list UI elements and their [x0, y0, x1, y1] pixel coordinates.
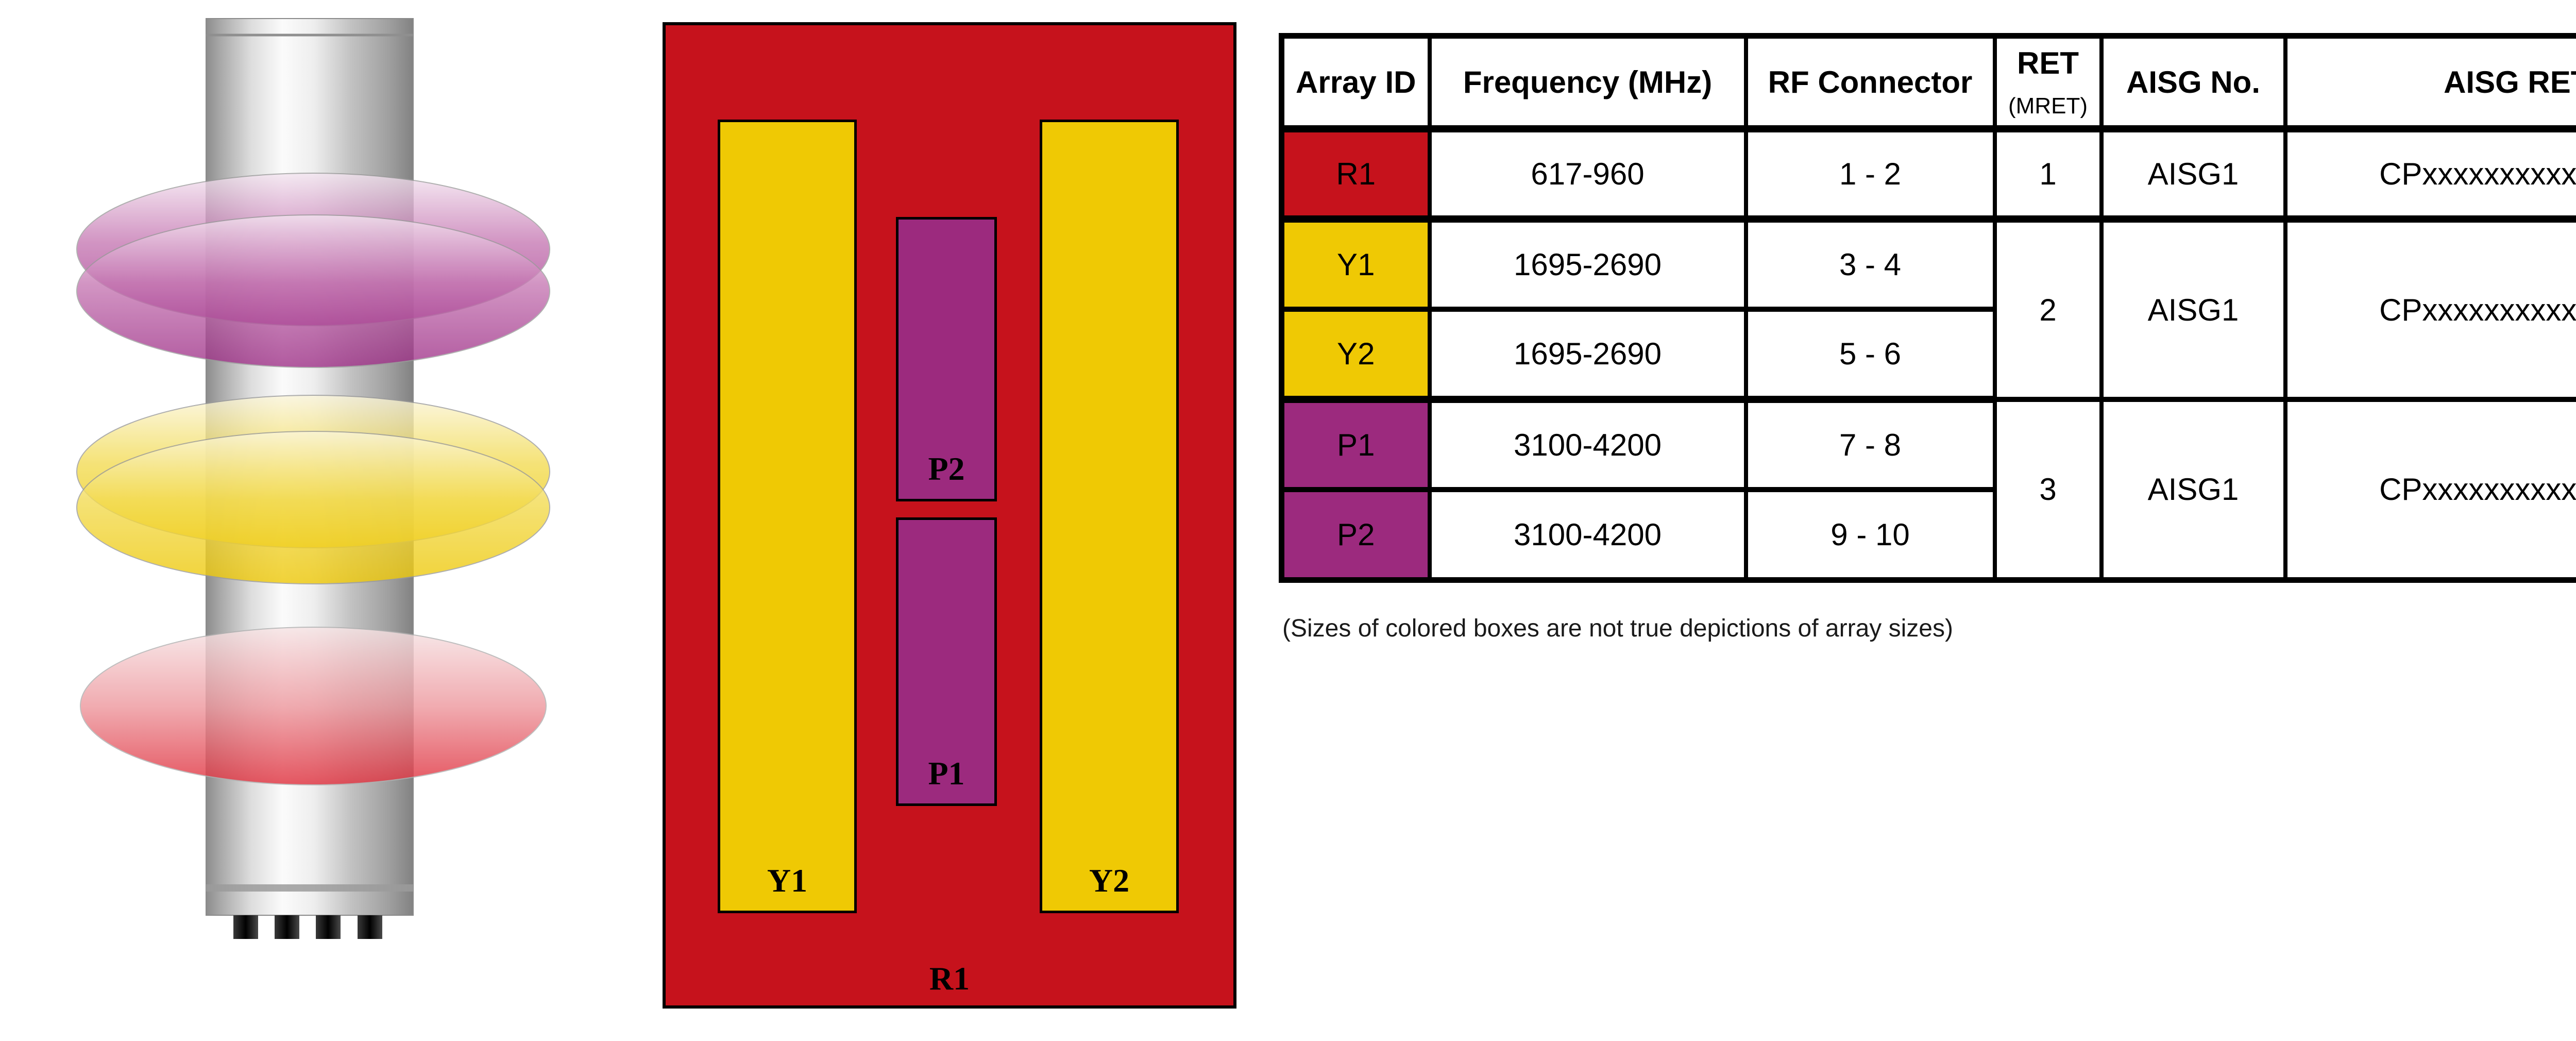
col-header-array-id: Array ID [1279, 33, 1432, 132]
array-bar-label: Y1 [767, 862, 808, 899]
ret-cell: 3 [1992, 397, 2104, 582]
rf-connector-cell: 9 - 10 [1743, 487, 1997, 582]
cylinder-bottom-seam [206, 884, 413, 892]
frequency-cell: 3100-4200 [1427, 397, 1748, 492]
col-header-aisg-no: AISG No. [2099, 33, 2287, 132]
red-beam-disc [80, 627, 547, 785]
aisg-ret-uid-cell: CPxxxxxxxxxxxxxxMM.3 [2283, 397, 2576, 582]
array-id-cell: P1 [1279, 397, 1432, 492]
aisg-no-cell: AISG1 [2099, 397, 2287, 582]
table-row-p2: P2 3100-4200 9 - 10 [1279, 487, 2576, 582]
frequency-cell: 3100-4200 [1427, 487, 1748, 582]
aisg-ret-uid-cell: CPxxxxxxxxxxxxxxMM.1 [2283, 126, 2576, 223]
array-id-cell: R1 [1279, 126, 1432, 223]
rf-connector-cell: 5 - 6 [1743, 307, 1997, 403]
antenna-illustration [76, 18, 550, 939]
array-bar-p2: P2 [896, 217, 997, 501]
array-bar-p1: P1 [896, 517, 997, 806]
array-bar-y2: Y2 [1040, 120, 1179, 913]
ret-cell: 2 [1992, 216, 2104, 402]
rf-connector-cell: 3 - 4 [1743, 216, 1997, 312]
table-row-p1: P1 3100-4200 7 - 8 3 AISG1 CPxxxxxxxxxxx… [1279, 397, 2576, 582]
array-bar-y1: Y1 [718, 120, 857, 913]
col-header-mret-sub: (MRET) [2008, 93, 2088, 119]
array-bar-label: Y2 [1089, 862, 1130, 899]
connector-stud [358, 915, 382, 939]
array-id-cell: Y1 [1279, 216, 1432, 312]
aisg-no-cell: AISG1 [2099, 126, 2287, 223]
array-footprint-diagram: Y1 Y2 P2 P1 R1 [663, 22, 1236, 1009]
col-header-aisg-ret-uid: AISG RET UID [2283, 33, 2576, 132]
table-row-y2: Y2 1695-2690 5 - 6 [1279, 307, 2576, 403]
col-header-rf-connector: RF Connector [1743, 33, 1997, 132]
connector-stud [316, 915, 341, 939]
ret-cell: 1 [1992, 126, 2104, 223]
array-id-cell: Y2 [1279, 307, 1432, 403]
frequency-cell: 1695-2690 [1427, 307, 1748, 403]
array-id-cell: P2 [1279, 487, 1432, 582]
table-header-row: Array ID Frequency (MHz) RF Connector RE… [1279, 33, 2576, 132]
frequency-cell: 617-960 [1427, 126, 1748, 223]
rf-connector-cell: 7 - 8 [1743, 397, 1997, 492]
col-header-frequency: Frequency (MHz) [1427, 33, 1748, 132]
array-config-table-wrap: Array ID Frequency (MHz) RF Connector RE… [1279, 33, 2576, 583]
connector-stud [233, 915, 258, 939]
aisg-ret-uid-cell: CPxxxxxxxxxxxxxxMM.2 [2283, 216, 2576, 402]
col-header-ret-main: RET [2017, 45, 2079, 80]
aisg-no-cell: AISG1 [2099, 216, 2287, 402]
footprint-outer-label: R1 [929, 960, 970, 997]
yellow-beam-lower-disc [76, 431, 550, 584]
array-config-table: Array ID Frequency (MHz) RF Connector RE… [1279, 33, 2576, 583]
rf-connector-cell: 1 - 2 [1743, 126, 1997, 223]
table-row-y1: Y1 1695-2690 3 - 4 2 AISG1 CPxxxxxxxxxxx… [1279, 216, 2576, 402]
purple-beam-lower-disc [76, 214, 550, 368]
size-disclaimer-footnote: (Sizes of colored boxes are not true dep… [1282, 615, 1953, 642]
table-row-r1: R1 617-960 1 - 2 1 AISG1 CPxxxxxxxxxxxxx… [1279, 126, 2576, 223]
connector-stud [275, 915, 299, 939]
col-header-ret: RET (MRET) [1992, 33, 2104, 132]
frequency-cell: 1695-2690 [1427, 216, 1748, 312]
array-bar-label: P1 [928, 755, 965, 792]
array-bar-label: P2 [928, 450, 965, 487]
